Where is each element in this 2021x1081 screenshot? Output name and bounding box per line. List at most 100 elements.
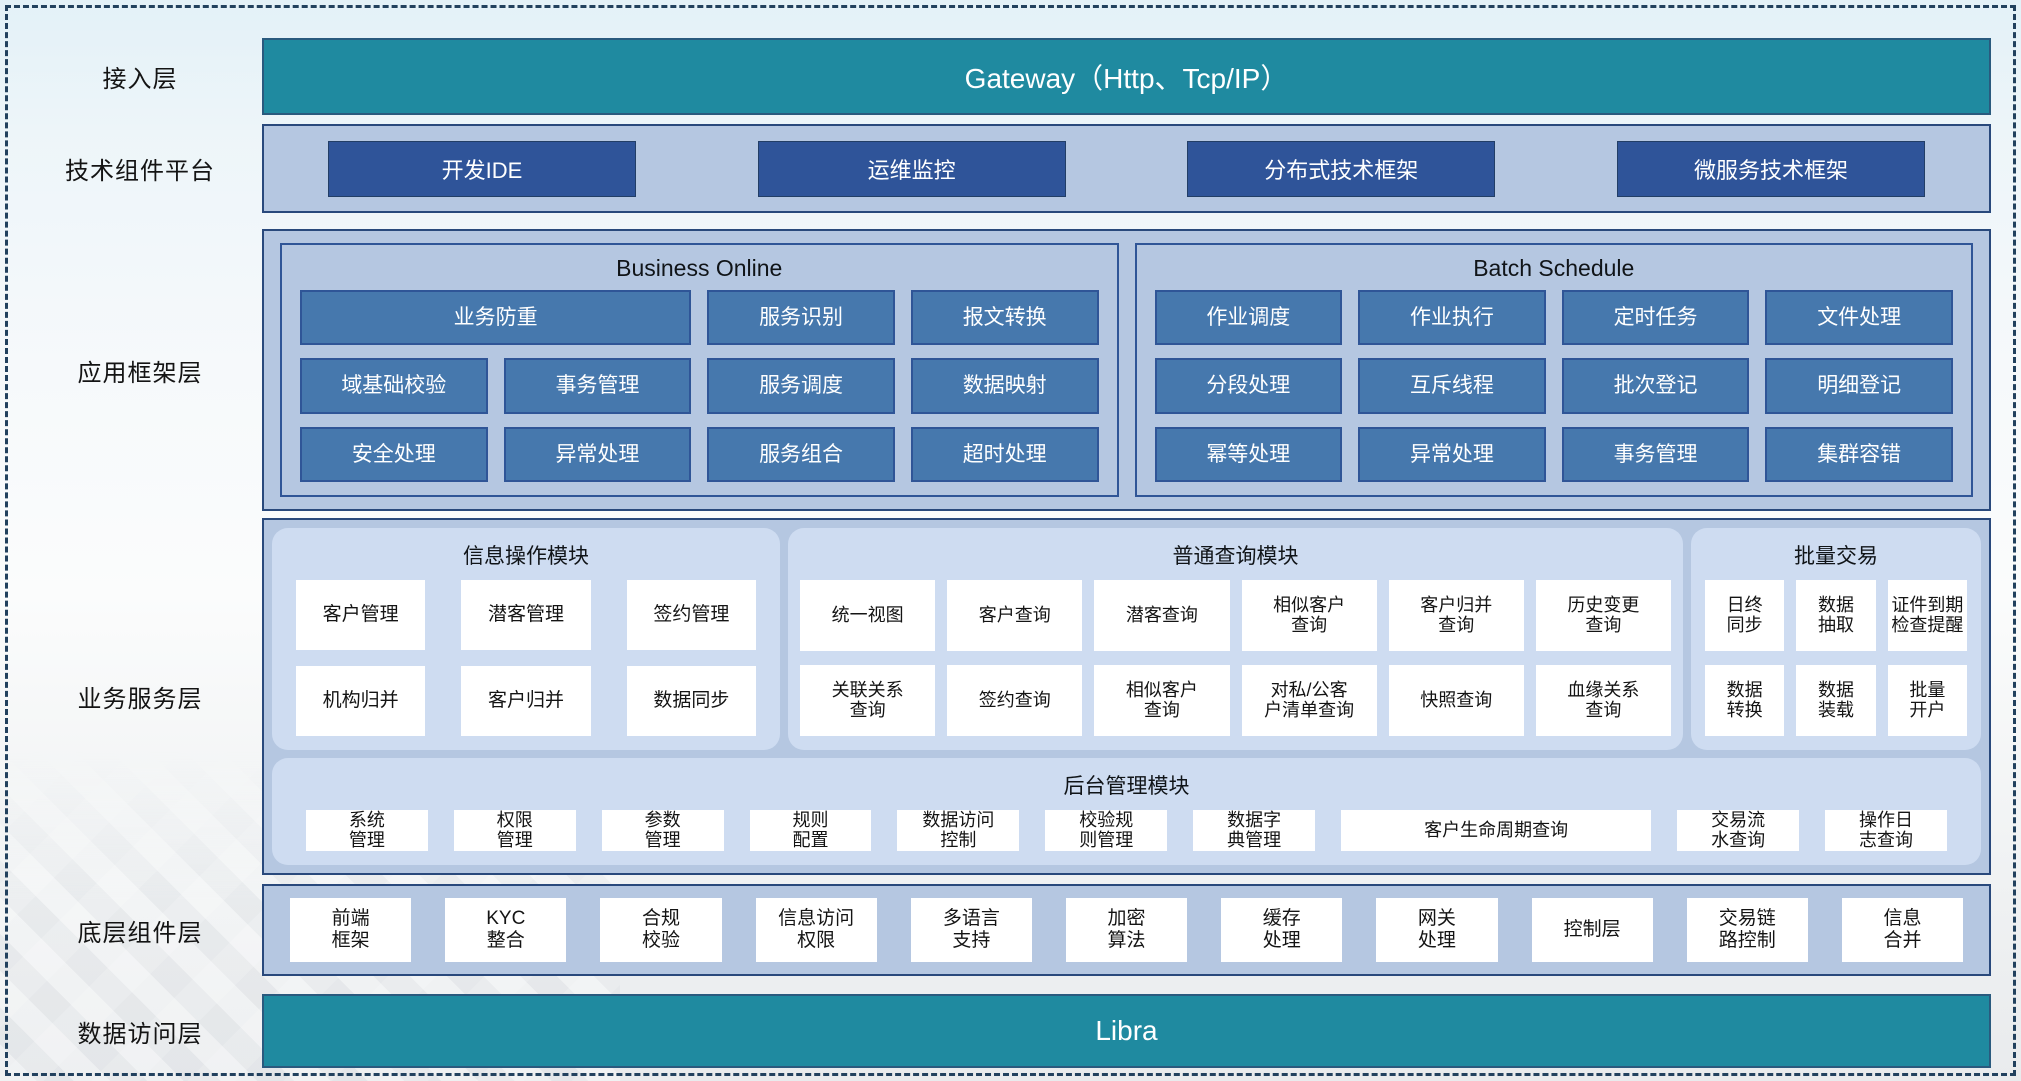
tech-component-button: 运维监控 [757,140,1066,197]
layer-row-business-service: 业务服务层 信息操作模块 客户管理潜客管理签约管理机构归并客户归并数据同步 普通… [18,518,1991,875]
batch-trade-grid: 日终 同步数据 抽取证件到期 检查提醒数据 转换数据 装载批量 开户 [1705,580,1967,736]
admin-module-button: 客户生命周期查询 [1341,809,1652,851]
service-module-button: 相似客户 查询 [1241,580,1377,651]
service-module-button: 数据 装载 [1796,664,1876,736]
base-component-button: 加密 算法 [1065,898,1188,962]
info-ops-grid: 客户管理潜客管理签约管理机构归并客户归并数据同步 [296,580,756,736]
framework-module-button: 定时任务 [1561,290,1750,346]
service-module-button: 历史变更 查询 [1535,580,1671,651]
service-module-button: 潜客查询 [1094,580,1230,651]
business-service-panel: 信息操作模块 客户管理潜客管理签约管理机构归并客户归并数据同步 普通查询模块 统… [262,518,1991,875]
tech-component-button: 开发IDE [328,140,636,197]
framework-module-button: 集群容错 [1765,426,1953,482]
service-module-button: 签约管理 [626,580,756,650]
batch-trade-panel: 批量交易 日终 同步数据 抽取证件到期 检查提醒数据 转换数据 装载批量 开户 [1691,528,1981,750]
batch-schedule-title: Batch Schedule [1473,255,1635,281]
service-module-button: 关联关系 查询 [800,664,936,736]
layer-row-app-framework: 应用框架层 Business Online 业务防重服务识别报文转换域基础校验事… [18,229,1991,511]
framework-module-button: 作业执行 [1358,290,1546,346]
service-module-button: 数据 转换 [1705,664,1785,736]
base-components-row: 前端 框架 KYC 整合合规 校验信息访问 权限多语言 支持加密 算法缓存 处理网… [264,886,1989,974]
admin-module-button: 校验规 则管理 [1045,809,1168,851]
framework-module-button: 互斥线程 [1358,358,1546,414]
framework-module-button: 服务调度 [707,358,895,414]
admin-module-title: 后台管理模块 [1063,774,1190,798]
base-component-button: 信息 合并 [1841,898,1964,962]
base-component-button: KYC 整合 [445,898,567,962]
tech-component-button: 分布式技术框架 [1187,140,1496,197]
layer-label-business-service: 业务服务层 [77,686,203,713]
admin-module-button: 数据访问 控制 [897,809,1020,851]
admin-buttons-row: 系统 管理权限 管理参数 管理规则 配置数据访问 控制校验规 则管理数据字 典管… [306,809,1947,851]
service-module-button: 相似客户 查询 [1094,664,1230,736]
framework-module-button: 批次登记 [1561,358,1750,414]
framework-module-button: 幂等处理 [1154,426,1343,482]
layer-row-data-access: 数据访问层 Libra [18,994,1991,1068]
layer-label-tech-platform: 技术组件平台 [65,158,215,185]
layer-label-base-components: 底层组件层 [77,919,203,947]
framework-module-button: 服务组合 [707,426,895,482]
service-module-button: 对私/公客 户清单查询 [1241,664,1377,736]
framework-module-button: 数据映射 [910,358,1099,414]
layer-label-access: 接入层 [102,66,178,93]
service-module-button: 客户查询 [947,580,1083,651]
framework-module-button: 域基础校验 [300,358,488,414]
service-module-button: 日终 同步 [1705,580,1785,651]
framework-module-button: 分段处理 [1154,358,1343,414]
framework-module-button: 明细登记 [1765,358,1953,414]
service-module-button: 潜客管理 [461,580,591,650]
layer-label-data-access: 数据访问层 [77,1020,203,1048]
framework-module-button: 异常处理 [1358,426,1546,482]
base-component-button: 控制层 [1531,898,1653,962]
layer-row-access: 接入层 Gateway（Http、Tcp/IP） [18,38,1991,115]
service-module-button: 快照查询 [1388,664,1524,736]
info-ops-module-panel: 信息操作模块 客户管理潜客管理签约管理机构归并客户归并数据同步 [272,528,780,750]
framework-module-button: 作业调度 [1154,290,1343,346]
batch-schedule-panel: Batch Schedule 作业调度作业执行定时任务文件处理分段处理互斥线程批… [1134,243,1973,497]
framework-module-button: 报文转换 [910,290,1099,346]
base-component-button: 前端 框架 [290,898,412,962]
service-module-button: 批量 开户 [1887,664,1967,736]
admin-module-panel: 后台管理模块 系统 管理权限 管理参数 管理规则 配置数据访问 控制校验规 则管… [272,757,1981,865]
info-ops-module-title: 信息操作模块 [463,545,589,568]
service-module-button: 客户归并 查询 [1388,580,1524,651]
service-module-button: 统一视图 [800,580,936,651]
base-component-button: 网关 处理 [1376,898,1498,962]
admin-module-button: 权限 管理 [453,809,576,851]
query-grid: 统一视图客户查询潜客查询相似客户 查询客户归并 查询历史变更 查询关联关系 查询… [800,580,1671,736]
service-module-button: 证件到期 检查提醒 [1887,580,1967,651]
framework-module-button: 业务防重 [300,290,692,346]
layer-row-base-components: 底层组件层 前端 框架 KYC 整合合规 校验信息访问 权限多语言 支持加密 算法… [18,884,1991,976]
admin-module-button: 系统 管理 [306,809,428,851]
query-module-panel: 普通查询模块 统一视图客户查询潜客查询相似客户 查询客户归并 查询历史变更 查询… [788,528,1683,750]
business-online-title: Business Online [616,255,783,281]
admin-module-button: 规则 配置 [749,809,872,851]
base-component-button: 交易链 路控制 [1686,898,1808,962]
service-module-button: 客户归并 [461,665,591,736]
framework-module-button: 事务管理 [503,358,692,414]
framework-module-button: 安全处理 [300,426,488,482]
framework-module-button: 文件处理 [1765,290,1953,346]
service-module-button: 血缘关系 查询 [1535,664,1671,736]
service-module-button: 数据 抽取 [1796,580,1876,651]
base-component-button: 合规 校验 [600,898,722,962]
batch-schedule-grid: 作业调度作业执行定时任务文件处理分段处理互斥线程批次登记明细登记幂等处理异常处理… [1154,290,1953,482]
base-components-panel: 前端 框架 KYC 整合合规 校验信息访问 权限多语言 支持加密 算法缓存 处理网… [262,884,1991,976]
framework-module-button: 异常处理 [503,426,692,482]
base-component-button: 多语言 支持 [910,898,1032,962]
gateway-bar: Gateway（Http、Tcp/IP） [262,38,1991,115]
business-online-panel: Business Online 业务防重服务识别报文转换域基础校验事务管理服务调… [280,243,1119,497]
base-component-button: 缓存 处理 [1221,898,1343,962]
admin-module-button: 交易流 水查询 [1677,809,1800,851]
service-module-button: 客户管理 [296,580,426,650]
app-framework-panel: Business Online 业务防重服务识别报文转换域基础校验事务管理服务调… [262,229,1991,511]
libra-bar: Libra [262,994,1991,1068]
framework-module-button: 服务识别 [707,290,895,346]
base-component-button: 信息访问 权限 [755,898,877,962]
admin-module-button: 参数 管理 [601,809,724,851]
admin-module-button: 操作日 志查询 [1825,809,1947,851]
